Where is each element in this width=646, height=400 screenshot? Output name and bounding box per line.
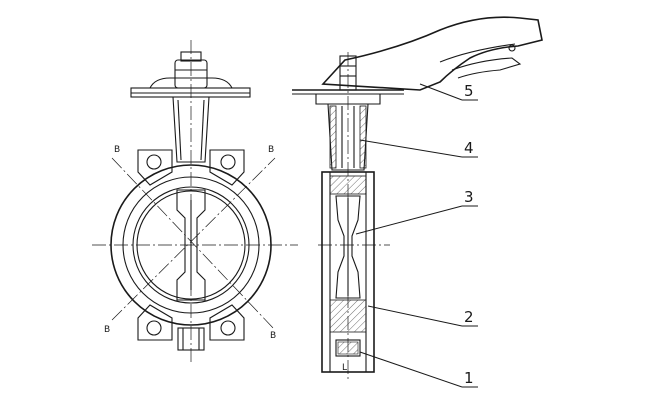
- handle-lever: [321, 16, 543, 91]
- disc-outline: [136, 190, 246, 300]
- callout-5: 5: [419, 82, 478, 101]
- section-mark-bottom-right: B: [270, 331, 276, 341]
- body-neck: [172, 96, 210, 163]
- bottom-boss: [177, 327, 205, 351]
- body-outer-ring: [110, 164, 272, 326]
- callout-3: 3: [355, 188, 478, 235]
- top-stem-stub: [174, 51, 208, 89]
- callout-4: 4: [359, 139, 478, 158]
- body-section: [321, 171, 375, 373]
- body-liner-ring: [122, 176, 260, 314]
- body-bore: [132, 186, 250, 304]
- lug-top-left: [137, 149, 173, 186]
- callout-label: 1: [464, 369, 474, 387]
- front-view: B B B B: [92, 40, 298, 365]
- callout-2: 2: [367, 305, 478, 327]
- callout-label: 4: [464, 139, 474, 157]
- lug-bottom-left: [137, 304, 173, 341]
- callout-label: 2: [464, 308, 474, 326]
- callout-label: 3: [464, 188, 474, 206]
- lug-bottom-right: [209, 304, 245, 341]
- section-mark-top-right: B: [268, 145, 274, 155]
- callout-label: 5: [464, 82, 474, 100]
- lug-top-right: [209, 149, 245, 186]
- side-view: L: [292, 16, 543, 380]
- disc-hub: [176, 189, 206, 301]
- front-diagonal-centerline-a: [111, 157, 276, 321]
- callout-1: 1: [359, 351, 478, 388]
- section-mark-top-left: B: [114, 145, 120, 155]
- face-mark: L: [342, 363, 347, 373]
- stem-top: [339, 55, 357, 91]
- section-mark-bottom-left: B: [104, 325, 110, 335]
- neck-section: [327, 103, 369, 171]
- disc-profile: [335, 195, 361, 299]
- front-diagonal-centerline-b: [111, 157, 276, 331]
